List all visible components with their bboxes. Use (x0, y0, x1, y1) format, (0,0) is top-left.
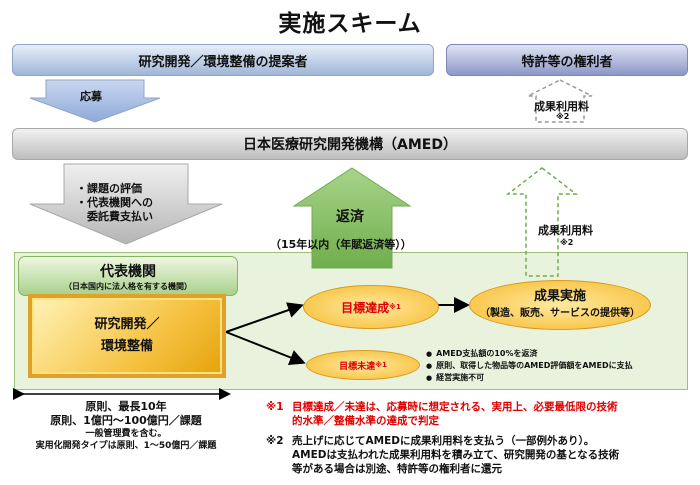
implementation-ellipse: 成果実施 （製造、販売、サービスの提供等） (469, 280, 651, 330)
note-2-mark: ※2 (266, 435, 284, 447)
period-line-4: 実用化開発タイプは原則、1～50億円／課題 (35, 441, 217, 451)
amed-bar: 日本医療研究開発機構（AMED） (12, 128, 688, 160)
note-1-line-2: 的水準／整備水準の達成で判定 (292, 415, 439, 427)
note-2-line-2: AMEDは支払われた成果利用料を積み立て、研究開発の基となる技術 (292, 449, 620, 461)
top-fee-note: ※2 (556, 112, 570, 121)
top-fee-arrow (527, 79, 593, 123)
note-2: ※2 売上げに応じてAMEDに成果利用料を支払う（一部例外あり）。 AMEDは支払… (266, 434, 696, 476)
proposer-bar: 研究開発／環境整備の提案者 (12, 44, 434, 76)
representative-box: 代表機関 （日本国内に法人格を有する機関） (18, 256, 238, 296)
unachieved-item-2: 原則、取得した物品等のAMED評価額をAMEDに支払 (426, 360, 633, 372)
achieved-label: 目標達成 (341, 300, 390, 315)
note-1: ※1 目標達成／未達は、応募時に想定される、実用上、必要最低限の技術 的水準／整備… (266, 400, 696, 428)
note-2-line-1: 売上げに応じてAMEDに成果利用料を支払う（一部例外あり）。 (292, 435, 595, 447)
repay-arrow (292, 167, 412, 269)
apply-label: 応募 (80, 90, 102, 103)
period-line-2: 原則、1億円～100億円／課題 (50, 414, 202, 427)
period-info: 原則、最長10年 原則、1億円～100億円／課題 一般管理費を含む。 実用化開発… (16, 400, 236, 452)
evaluation-label: ・課題の評価 ・代表機関への 委託費支払い (76, 182, 153, 224)
achieved-mark: ※1 (389, 303, 401, 311)
implementation-title: 成果実施 (533, 289, 586, 304)
unachieved-item-1: AMED支払額の10%を返済 (426, 348, 633, 360)
unachieved-label: 目標未達 (339, 361, 376, 372)
unachieved-mark: ※1 (375, 361, 387, 369)
repay-label: 返済 (336, 209, 364, 225)
mid-fee-label: 成果利用料 (538, 224, 593, 237)
apply-arrow (29, 79, 161, 123)
evaluation-line-2: ・代表機関への (76, 196, 153, 209)
rights-holder-bar: 特許等の権利者 (446, 44, 688, 76)
to-unachieved-line (225, 331, 306, 366)
evaluation-line-3: 委託費支払い (76, 210, 153, 223)
evaluation-line-1: ・課題の評価 (76, 182, 142, 195)
top-fee-label: 成果利用料 (534, 100, 589, 113)
period-line-1: 原則、最長10年 (85, 400, 167, 413)
unachieved-list: AMED支払額の10%を返済 原則、取得した物品等のAMED評価額をAMEDに支… (426, 348, 633, 384)
notes: ※1 目標達成／未達は、応募時に想定される、実用上、必要最低限の技術 的水準／整備… (266, 400, 696, 476)
rd-box: 研究開発／ 環境整備 (28, 294, 226, 378)
repay-sub-label: （15年以内（年賦返済等）） (270, 238, 412, 251)
unachieved-item-3: 経営実施不可 (426, 372, 633, 384)
note-2-line-3: 等がある場合は別途、特許等の権利者に還元 (292, 463, 502, 475)
implementation-subtitle: （製造、販売、サービスの提供等） (480, 308, 640, 319)
page-title: 実施スキーム (278, 11, 422, 37)
rd-line-1: 研究開発／ (94, 317, 160, 332)
evaluation-arrow (29, 163, 223, 245)
mid-fee-arrow (505, 167, 579, 277)
mid-fee-note: ※2 (560, 238, 574, 247)
unachieved-ellipse: 目標未達※1 (306, 350, 420, 380)
period-line-3: 一般管理費を含む。 (85, 429, 167, 439)
representative-subtitle: （日本国内に法人格を有する機関） (64, 281, 192, 291)
rd-line-2: 環境整備 (100, 339, 153, 354)
representative-title: 代表機関 (100, 263, 156, 280)
to-achieved-line (225, 302, 304, 333)
achieved-ellipse: 目標達成※1 (303, 285, 439, 329)
note-1-mark: ※1 (266, 401, 284, 413)
note-1-line-1: 目標達成／未達は、応募時に想定される、実用上、必要最低限の技術 (292, 401, 618, 413)
